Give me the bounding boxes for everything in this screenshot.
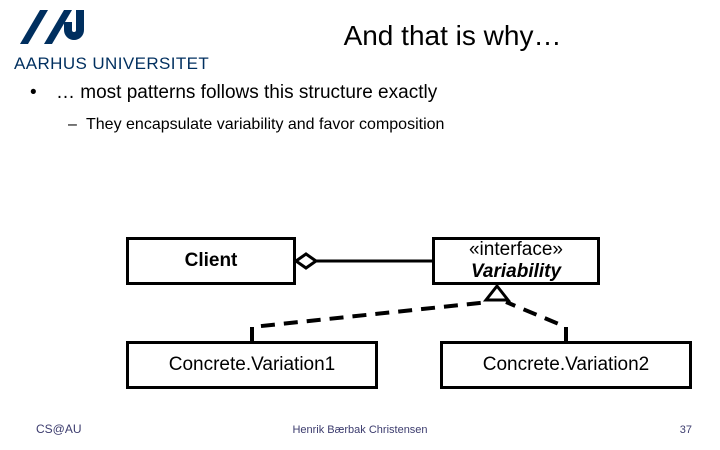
uml-box-concrete-variation-1[interactable]: Concrete.Variation1 <box>126 341 378 389</box>
aggregation-diamond-icon <box>293 252 319 270</box>
uml-box-variability[interactable]: «interface» Variability <box>432 237 600 285</box>
realization-triangle-icon <box>482 283 512 302</box>
connector-concrete2-variability <box>505 300 568 341</box>
bullet-level2-text: They encapsulate variability and favor c… <box>86 116 445 133</box>
uml-box-concrete-variation-2[interactable]: Concrete.Variation2 <box>440 341 692 389</box>
uml-box-client-label: Client <box>184 250 238 272</box>
footer-left-text: CS@AU <box>36 422 82 436</box>
aarhus-university-logo: AARHUS UNIVERSITET <box>14 8 209 73</box>
uml-box-concrete-variation-1-label: Concrete.Variation1 <box>168 354 336 376</box>
uml-box-variability-stereotype: «interface» <box>468 239 563 261</box>
connector-concrete1-variability <box>250 300 490 341</box>
uml-box-variability-label: Variability <box>470 261 562 282</box>
bullet-level2: –They encapsulate variability and favor … <box>68 116 444 134</box>
footer-center-text: Henrik Bærbak Christensen <box>292 424 428 436</box>
logo-wordmark: AARHUS UNIVERSITET <box>14 54 210 73</box>
footer-page-number: 37 <box>679 424 692 436</box>
bullet-level1: • … most patterns follows this structure … <box>30 82 437 104</box>
bullet-level1-text: … most patterns follows this structure e… <box>56 82 438 103</box>
uml-box-client[interactable]: Client <box>126 237 296 285</box>
bullet-marker-dot: • <box>30 82 37 103</box>
au-mark-icon <box>20 10 84 44</box>
uml-box-concrete-variation-2-label: Concrete.Variation2 <box>482 354 650 376</box>
page-title: And that is why… <box>343 20 562 51</box>
bullet-marker-dash: – <box>68 116 77 133</box>
